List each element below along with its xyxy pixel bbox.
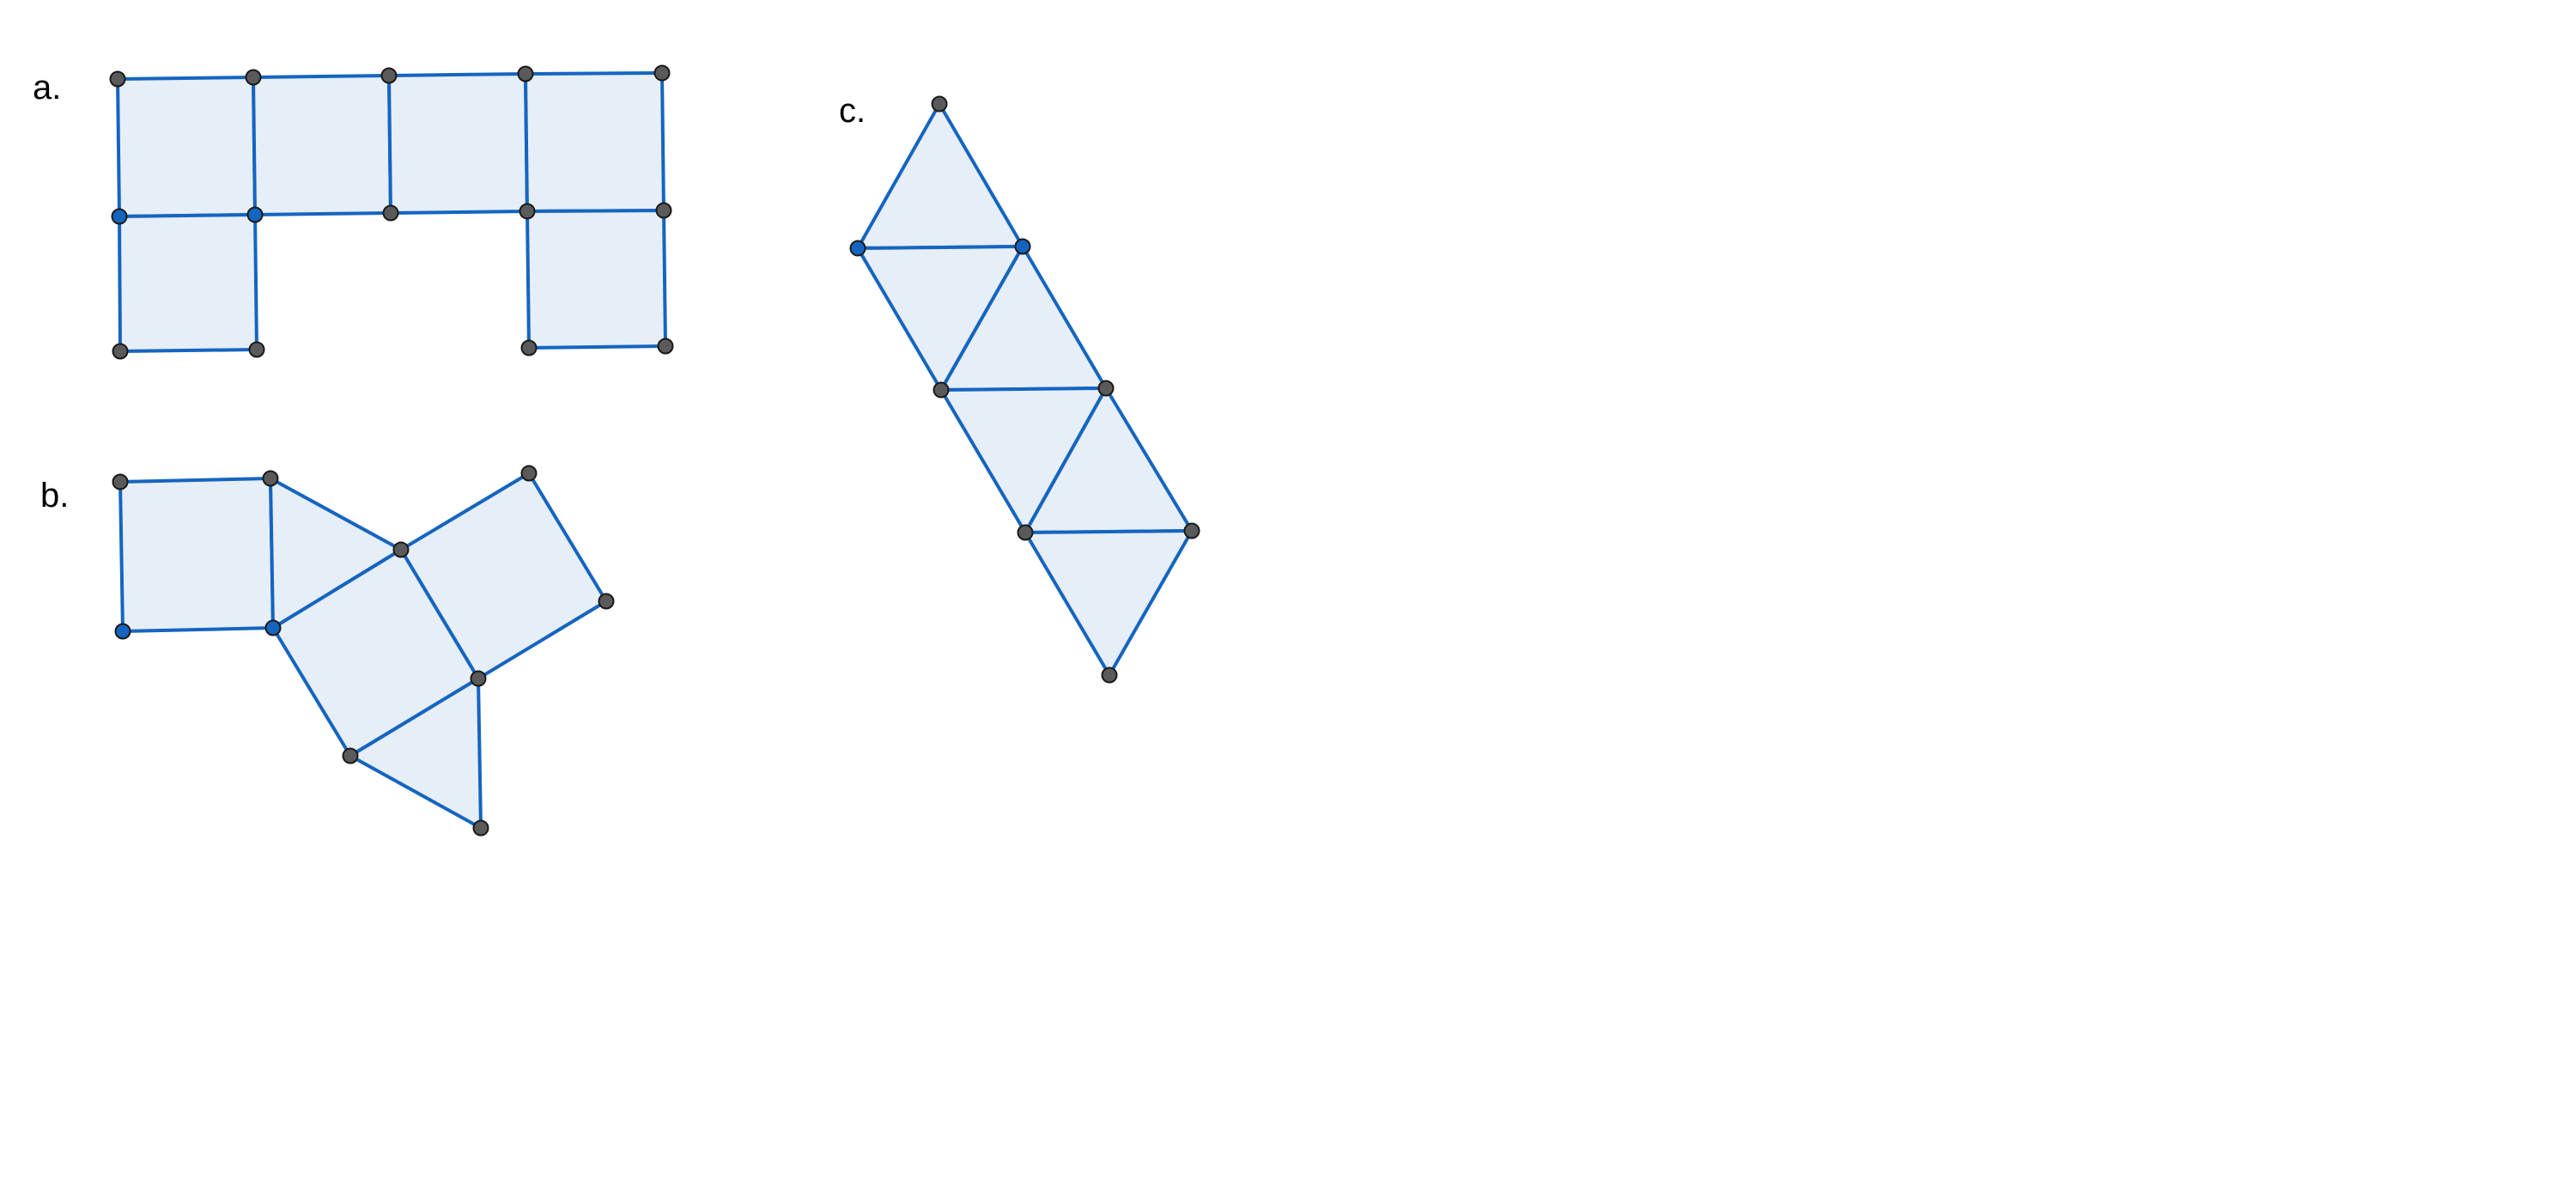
figure-a-square xyxy=(118,213,258,353)
figure-a-square xyxy=(524,71,665,213)
figure-b-square xyxy=(118,477,275,633)
figure-c-triangle xyxy=(1024,529,1194,677)
figure-c-vertex xyxy=(933,381,950,399)
figure-a-square xyxy=(252,74,392,216)
figure-a-vertex xyxy=(517,65,534,82)
figure-b-vertex xyxy=(342,747,359,764)
figure-c-triangle xyxy=(856,102,1024,250)
figure-a-vertex xyxy=(109,70,126,88)
figure-a-vertex xyxy=(655,202,672,219)
figure-b-vertex xyxy=(112,473,129,490)
figure-a-vertex xyxy=(380,67,398,84)
figure-a-vertex xyxy=(520,339,538,356)
figure-a-vertex xyxy=(653,64,671,82)
figure-a-label: a. xyxy=(33,69,61,107)
figure-b-triangle xyxy=(349,677,483,830)
figure-b-vertex xyxy=(262,470,279,487)
figure-a-square xyxy=(116,76,257,218)
figure-c-vertex xyxy=(1101,667,1118,684)
figure-a-vertex xyxy=(657,338,674,355)
figure-b-vertex-highlight xyxy=(264,619,282,636)
figure-c-vertex xyxy=(931,95,948,113)
figure-a: a. xyxy=(33,64,674,360)
figure-a-square xyxy=(387,72,529,215)
figure-b-label: b. xyxy=(40,477,69,514)
figure-a-vertex xyxy=(245,69,262,86)
figure-c-vertex xyxy=(1017,524,1034,541)
figure-b-vertex xyxy=(470,670,487,687)
figure-c-vertex xyxy=(1097,380,1115,397)
figure-b-vertex xyxy=(520,465,538,482)
figure-b-vertex xyxy=(472,819,489,837)
figure-b-vertex xyxy=(598,593,615,610)
figure-c: c. xyxy=(839,92,1200,684)
figure-a-vertex-highlight xyxy=(111,208,128,225)
figure-b-vertex xyxy=(392,541,410,558)
figure-c-vertex xyxy=(1183,522,1200,539)
figure-a-square xyxy=(526,209,667,350)
figure-b-vertex-highlight xyxy=(114,623,131,640)
figure-a-vertex-highlight xyxy=(246,206,264,223)
figure-b: b. xyxy=(40,465,615,837)
figure-a-vertex xyxy=(248,341,265,358)
figure-a-vertex xyxy=(112,343,129,360)
figure-c-vertex-highlight xyxy=(849,240,866,257)
figure-a-vertex xyxy=(519,203,536,220)
figure-c-vertex-highlight xyxy=(1014,238,1031,255)
figure-a-vertex xyxy=(382,204,399,222)
figure-c-label: c. xyxy=(839,92,866,130)
